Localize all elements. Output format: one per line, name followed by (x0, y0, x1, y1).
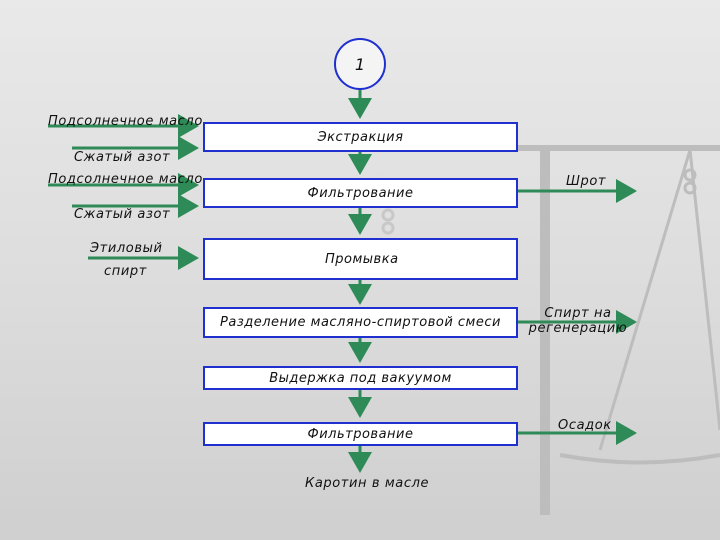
box-separation-label: Разделение масляно-спиртовой смеси (220, 315, 501, 330)
output-meal: Шрот (566, 174, 606, 189)
box-washing-label: Промывка (325, 252, 399, 267)
box-filtration-2: Фильтрование (203, 422, 518, 446)
box-washing: Промывка (203, 238, 518, 280)
box-vacuum: Выдержка под вакуумом (203, 366, 518, 390)
input-alcohol-line1: Этиловый (90, 241, 163, 256)
box-extraction: Экстракция (203, 122, 518, 152)
box-filtration-2-label: Фильтрование (308, 427, 414, 442)
input-oil-1: Подсолнечное масло (48, 114, 203, 129)
final-product: Каротин в масле (305, 476, 429, 491)
input-oil-2: Подсолнечное масло (48, 172, 203, 187)
box-filtration: Фильтрование (203, 178, 518, 208)
output-sediment: Осадок (558, 418, 612, 433)
input-nitrogen-2: Сжатый азот (74, 207, 170, 222)
box-filtration-label: Фильтрование (308, 186, 414, 201)
step-number: 1 (355, 55, 365, 74)
box-extraction-label: Экстракция (318, 130, 404, 145)
output-alcohol-regen: Спирт на регенерацию (528, 306, 628, 336)
input-alcohol-line2: спирт (104, 264, 147, 279)
box-vacuum-label: Выдержка под вакуумом (269, 371, 452, 386)
box-separation: Разделение масляно-спиртовой смеси (203, 307, 518, 338)
step-number-circle: 1 (334, 38, 386, 90)
input-nitrogen-1: Сжатый азот (74, 150, 170, 165)
